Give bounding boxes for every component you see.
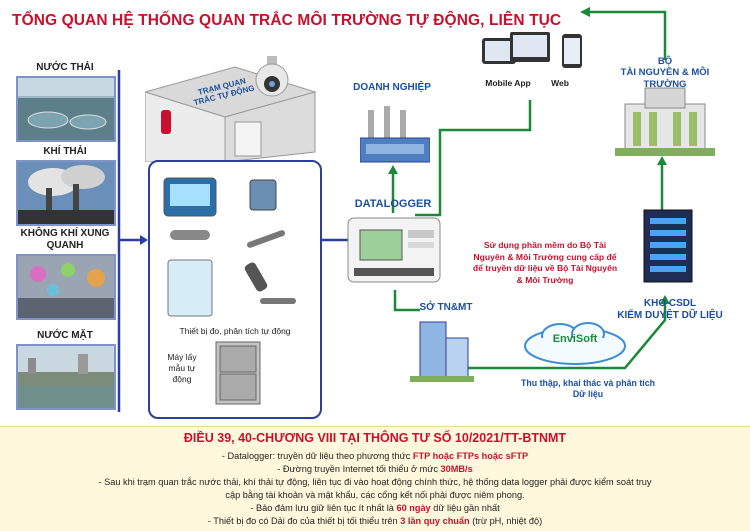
envisoft-cloud-icon — [520, 318, 630, 366]
datalogger-label: DATALOGGER — [354, 198, 432, 210]
regulation-line-5-highlight: 60 ngày — [396, 503, 431, 513]
regulation-line-6-suffix: (trừ pH, nhiệt độ) — [469, 516, 543, 526]
kho-line2: KIỂM DUYỆT DỮ LIỆU — [617, 310, 723, 321]
regulation-line-6: - Thiết bị đo có Dải đo của thiết bị tối… — [0, 515, 750, 527]
devices-label: Thiết bị đo, phân tích tự động — [179, 326, 291, 336]
sampler-icon — [214, 340, 262, 406]
ministry-line1: BỘ — [657, 56, 673, 67]
software-note: Sử dụng phần mềm do Bộ Tài Nguyên & Môi … — [472, 240, 618, 285]
mobile-app-label: Mobile App — [485, 78, 531, 88]
collect-label: Thu thập, khai thác và phân tích Dữ liệu — [521, 378, 655, 399]
khi-thai-image — [16, 160, 116, 226]
regulation-line-5-text: - Bảo đảm lưu giữ liên tục ít nhất là — [250, 503, 397, 513]
envisoft-label: EnviSoft — [552, 333, 598, 345]
sensor-icon — [249, 179, 277, 211]
probe-icon — [170, 230, 210, 240]
so-building-icon — [410, 318, 474, 382]
ministry-line2: TÀI NGUYÊN & MÔI TRƯỜNG — [620, 67, 710, 90]
regulation-panel — [0, 426, 750, 531]
web-label: Web — [551, 78, 569, 88]
regulation-line-2-text: - Đường truyền Internet tối thiểu ở mức — [277, 464, 441, 474]
ministry-building-icon — [615, 84, 715, 156]
fire-extinguisher-icon — [161, 110, 171, 134]
regulation-line-6-highlight: 3 lần quy chuẩn — [400, 516, 470, 526]
cabinet-icon — [167, 259, 213, 317]
regulation-line-2-highlight: 30MB/s — [440, 464, 473, 474]
devices-panel — [148, 160, 322, 419]
source-label-nuoc-thai: NƯỚC THẢI — [36, 62, 94, 73]
sampler-label: Máy lấy mẫu tự động — [167, 352, 197, 384]
factory-icon — [359, 104, 431, 164]
regulation-line-6-text: - Thiết bị đo có Dải đo của thiết bị tối… — [207, 516, 401, 526]
source-label-nuoc-mat: NƯỚC MẶT — [37, 330, 93, 341]
regulation-line-1-text: - Datalogger: truyền dữ liệu theo phương… — [221, 451, 413, 461]
kho-line1: KHO CSDL — [643, 298, 697, 309]
so-label: SỞ TN&MT — [419, 302, 473, 313]
regulation-line-4: cập bằng tài khoản và mật khẩu, các cổng… — [225, 490, 525, 500]
nuoc-thai-image — [16, 76, 116, 142]
regulation-line-2: - Đường truyền Internet tối thiểu ở mức … — [0, 463, 750, 475]
source-label-khong-khi: KHÔNG KHÍ XUNG QUANH — [20, 228, 110, 251]
regulation-line-1-highlight: FTP hoặc FTPs hoặc sFTP — [412, 451, 529, 461]
regulation-title: ĐIỀU 39, 40-CHƯƠNG VIII TẠI THÔNG TƯ SỐ … — [183, 431, 567, 445]
apps-devices — [480, 32, 590, 76]
enterprise-label: DOANH NGHIỆP — [353, 82, 431, 93]
server-icon — [636, 206, 700, 286]
page-title: TỔNG QUAN HỆ THỐNG QUAN TRẮC MÔI TRƯỜNG … — [12, 12, 562, 29]
regulation-line-5-suffix: dữ liệu gần nhất — [430, 503, 500, 513]
datalogger-device — [346, 214, 442, 286]
camera-icon — [254, 56, 290, 104]
station-shelter — [143, 62, 325, 163]
regulation-line-3: - Sau khi trạm quan trắc nước thải, khí … — [98, 477, 652, 487]
regulation-line-1: - Datalogger: truyền dữ liệu theo phương… — [0, 450, 750, 462]
source-arrow-head — [140, 235, 148, 245]
source-label-khi-thai: KHÍ THẢI — [43, 146, 87, 157]
nuoc-mat-image — [16, 344, 116, 410]
khong-khi-image — [16, 254, 116, 320]
regulation-line-5: - Bảo đảm lưu giữ liên tục ít nhất là 60… — [0, 502, 750, 514]
